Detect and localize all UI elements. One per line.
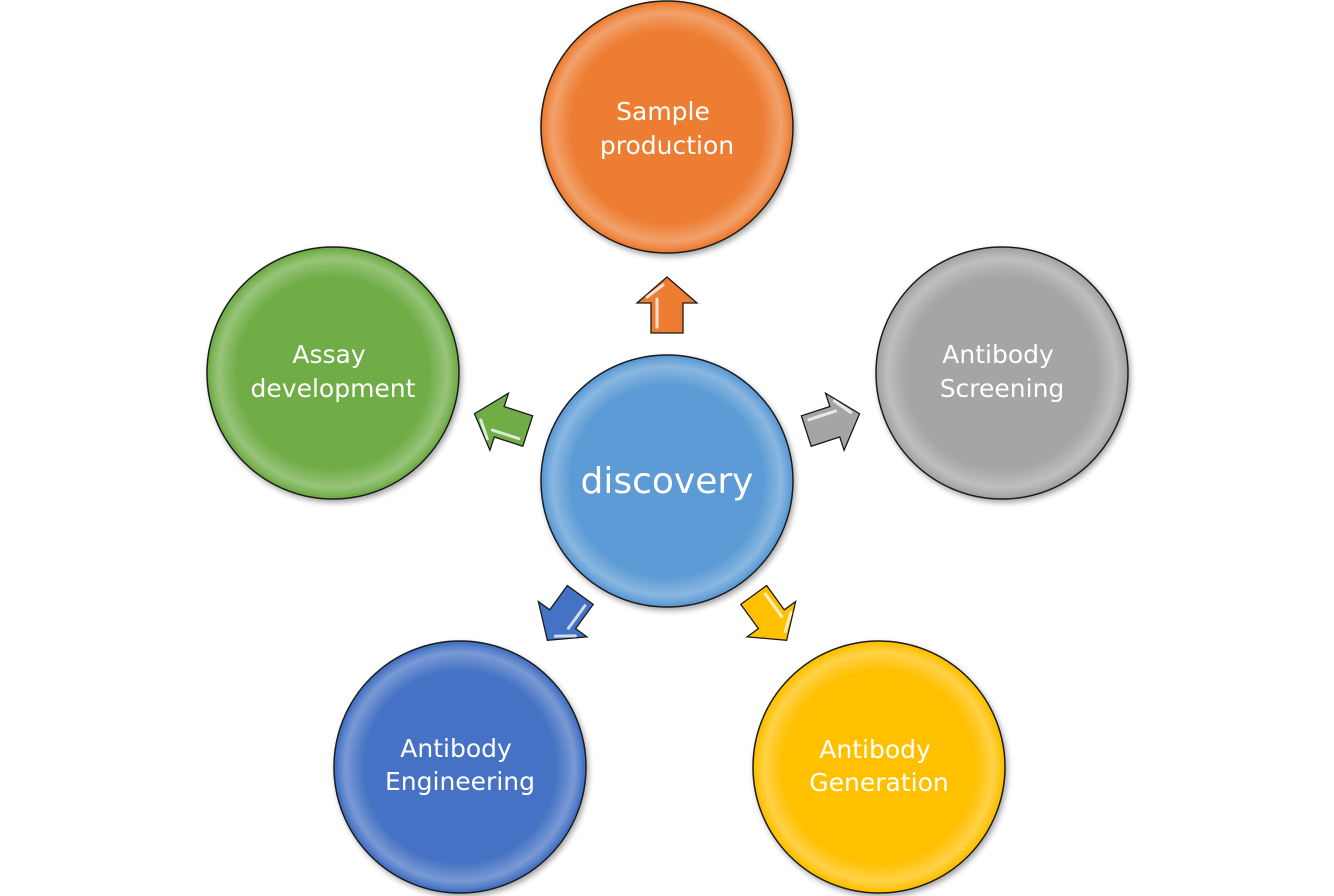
node-gloss xyxy=(756,644,1002,890)
arrow-shape xyxy=(473,391,534,453)
node-sample-production: Sample production xyxy=(540,0,794,254)
node-label: Antibody Generation xyxy=(809,735,948,797)
connector-arrows xyxy=(473,276,861,641)
node-label-line-2: production xyxy=(600,131,734,160)
node-label-line-1: Antibody xyxy=(942,340,1054,369)
arrow-to-antibody-screening xyxy=(800,391,861,453)
node-antibody-generation: Antibody Generation xyxy=(752,640,1006,894)
node-label: Sample production xyxy=(600,97,734,160)
arrow-highlight xyxy=(645,283,665,329)
arrow-shape xyxy=(635,276,699,334)
arrow-shape xyxy=(800,391,861,453)
arrow-shape xyxy=(739,584,797,641)
arrow-to-sample-production xyxy=(635,276,699,334)
node-label-line-1: Sample xyxy=(616,97,710,126)
node-antibody-engineering: Antibody Engineering xyxy=(333,640,587,894)
node-antibody-screening: Antibody Screening xyxy=(875,246,1129,500)
arrow-highlight xyxy=(553,604,587,638)
node-label: Antibody Screening xyxy=(940,340,1065,403)
arrow-shape xyxy=(537,584,595,641)
node-label-line-2: Engineering xyxy=(385,767,535,796)
node-label: Antibody Engineering xyxy=(385,734,535,796)
node-label-line-1: Assay xyxy=(292,340,365,369)
arrow-highlight xyxy=(763,592,793,633)
node-gloss xyxy=(879,250,1125,496)
node-label: Assay development xyxy=(251,340,416,403)
node-gloss xyxy=(544,4,790,250)
arrow-highlight xyxy=(479,418,521,441)
node-label-line-2: Screening xyxy=(940,374,1065,403)
center-label: discovery xyxy=(581,461,754,502)
node-gloss xyxy=(337,644,583,890)
node-gloss xyxy=(210,250,456,496)
center-node: discovery xyxy=(540,354,794,608)
arrow-to-antibody-engineering xyxy=(537,584,595,641)
node-label-line-1: Antibody xyxy=(400,734,512,763)
node-assay-development: Assay development xyxy=(206,246,460,500)
node-gloss xyxy=(544,358,790,604)
node-label-line-1: Antibody xyxy=(819,735,931,764)
arrow-to-assay-development xyxy=(473,391,534,453)
node-label-line-2: development xyxy=(251,374,416,403)
arrow-to-antibody-generation xyxy=(739,584,797,641)
arrow-highlight xyxy=(807,399,853,422)
node-label-line-2: Generation xyxy=(809,768,948,797)
